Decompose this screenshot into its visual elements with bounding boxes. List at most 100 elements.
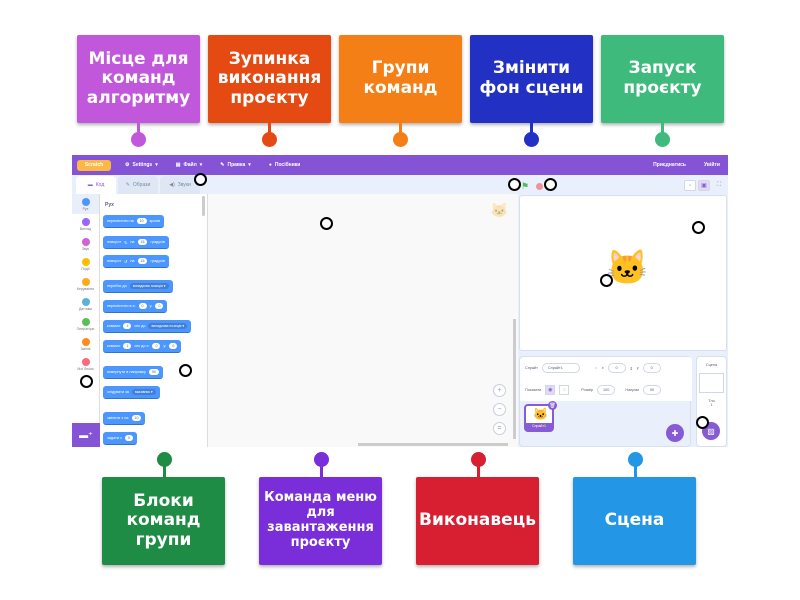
block-text: повернути в напрямку xyxy=(107,370,146,374)
zoom-reset-icon: = xyxy=(497,425,502,432)
block-dropdown[interactable]: випадкова позиція ▾ xyxy=(129,283,169,289)
green-flag-button[interactable]: ⚑ xyxy=(521,181,529,192)
block-text: змінити x на xyxy=(107,416,129,420)
choose-sprite-button[interactable]: ✚ xyxy=(666,424,684,442)
tab-costumes[interactable]: ✎ Образи xyxy=(118,176,158,194)
hotspot-marker[interactable] xyxy=(692,221,705,234)
stop-button[interactable] xyxy=(536,183,543,190)
file-menu[interactable]: ▤ Файл ▾ xyxy=(176,162,203,168)
zoom-in-icon: + xyxy=(497,387,502,394)
hotspot-marker[interactable] xyxy=(320,217,333,230)
block-input[interactable]: 0 xyxy=(169,343,178,349)
stage-thumbnail[interactable] xyxy=(699,373,724,393)
sprite-info-row-1: Спрайт Спрайт1 ⇔ x 0 ⇕ y 0 xyxy=(520,357,692,379)
hide-button[interactable]: ◌ xyxy=(559,385,570,395)
hotspot-marker[interactable] xyxy=(544,178,557,191)
small-stage-button[interactable]: ▫ xyxy=(684,180,696,191)
pin-dot xyxy=(262,132,277,147)
block-input[interactable]: 15 xyxy=(137,239,148,245)
vertical-scrollbar[interactable] xyxy=(513,319,516,439)
hotspot-marker[interactable] xyxy=(194,173,207,186)
block-input[interactable]: 10 xyxy=(136,218,147,224)
label-change-backdrop: Змінити фон сцени xyxy=(470,35,593,123)
tab-costumes-label: Образи xyxy=(132,182,151,188)
block-text: y: xyxy=(163,344,167,348)
block-input[interactable]: 0 xyxy=(152,343,161,349)
category-variables[interactable]: Змінні xyxy=(72,334,99,354)
stage[interactable]: 🐱 xyxy=(519,195,727,351)
tab-sounds[interactable]: ◀) Звуки xyxy=(160,176,200,194)
pin-dot xyxy=(157,452,172,467)
x-input[interactable]: 0 xyxy=(607,363,626,373)
scratch-logo[interactable]: Scratch xyxy=(77,159,111,171)
block-input[interactable]: 10 xyxy=(131,415,142,421)
hotspot-marker[interactable] xyxy=(80,375,93,388)
delete-sprite-button[interactable]: 🗑 xyxy=(548,401,557,410)
sprite-name-input[interactable]: Спрайт1 xyxy=(541,363,580,373)
show-label: Показати xyxy=(525,388,542,392)
sprite-thumbnail[interactable]: 🐱 Спрайт1 xyxy=(524,404,554,432)
block-input[interactable]: 0 xyxy=(124,435,133,441)
sprite-thumbnail-label: Спрайт1 xyxy=(526,423,552,430)
tutorials-menu[interactable]: ● Посібники xyxy=(269,162,301,168)
caret-down-icon: ▾ xyxy=(199,162,203,168)
hotspot-marker[interactable] xyxy=(508,178,521,191)
hotspot-marker[interactable] xyxy=(179,364,192,377)
category-operators[interactable]: Оператори xyxy=(72,314,99,334)
category-dot xyxy=(81,257,90,266)
settings-menu[interactable]: ⚙ Settings ▾ xyxy=(125,162,158,168)
block-input[interactable]: 90 xyxy=(148,369,159,375)
add-extension-button[interactable]: ▬⁺ xyxy=(72,423,100,447)
zoom-reset-button[interactable]: = xyxy=(493,422,506,435)
block-input[interactable]: 0 xyxy=(155,303,164,309)
cat-plus-icon: ✚ xyxy=(671,428,679,438)
zoom-out-button[interactable]: − xyxy=(493,403,506,416)
script-area[interactable]: 🐱 + − = xyxy=(208,194,518,447)
palette-scrollbar[interactable] xyxy=(202,196,205,216)
category-sound[interactable]: Звук xyxy=(72,234,99,254)
size-input[interactable]: 100 xyxy=(597,385,616,395)
block-dropdown[interactable]: вказівник ▾ xyxy=(131,389,156,395)
block-input[interactable]: 1 xyxy=(123,343,132,349)
block-input[interactable]: 1 xyxy=(123,323,132,329)
label-load-project-menu: Команда меню для завантаження проєкту xyxy=(259,477,382,565)
fullscreen-button[interactable]: ⛶ xyxy=(713,180,725,191)
join-link[interactable]: Приєднатись xyxy=(653,162,687,168)
category-dot xyxy=(81,337,90,346)
zoom-in-button[interactable]: + xyxy=(493,384,506,397)
category-events[interactable]: Події xyxy=(72,254,99,274)
block-input[interactable]: 0 xyxy=(138,303,147,309)
block-input[interactable]: 15 xyxy=(137,258,148,264)
category-looks[interactable]: Вигляд xyxy=(72,214,99,234)
category-motion[interactable]: Рух xyxy=(72,194,99,214)
direction-label: Напрям xyxy=(625,388,640,392)
normal-stage-button[interactable]: ▣ xyxy=(698,180,710,191)
horizontal-scrollbar[interactable] xyxy=(358,443,508,446)
label-sprite: Виконавець xyxy=(416,477,539,565)
edit-menu[interactable]: ✎ Правка ▾ xyxy=(220,162,251,168)
direction-input[interactable]: 90 xyxy=(643,385,662,395)
y-input[interactable]: 0 xyxy=(642,363,661,373)
signin-link[interactable]: Увійти xyxy=(704,162,720,168)
category-control[interactable]: Керування xyxy=(72,274,99,294)
category-label: Мої блоки xyxy=(77,366,94,371)
cat-sprite[interactable]: 🐱 xyxy=(606,249,649,287)
hotspot-marker[interactable] xyxy=(696,416,709,429)
category-my-blocks[interactable]: Мої блоки xyxy=(72,354,99,374)
category-sensing[interactable]: Датчики xyxy=(72,294,99,314)
hotspot-marker[interactable] xyxy=(600,274,613,287)
tab-code[interactable]: ▬ Код xyxy=(76,176,116,194)
show-button[interactable]: ◉ xyxy=(545,385,556,395)
block-dropdown[interactable]: випадкова позиція ▾ xyxy=(148,323,188,329)
